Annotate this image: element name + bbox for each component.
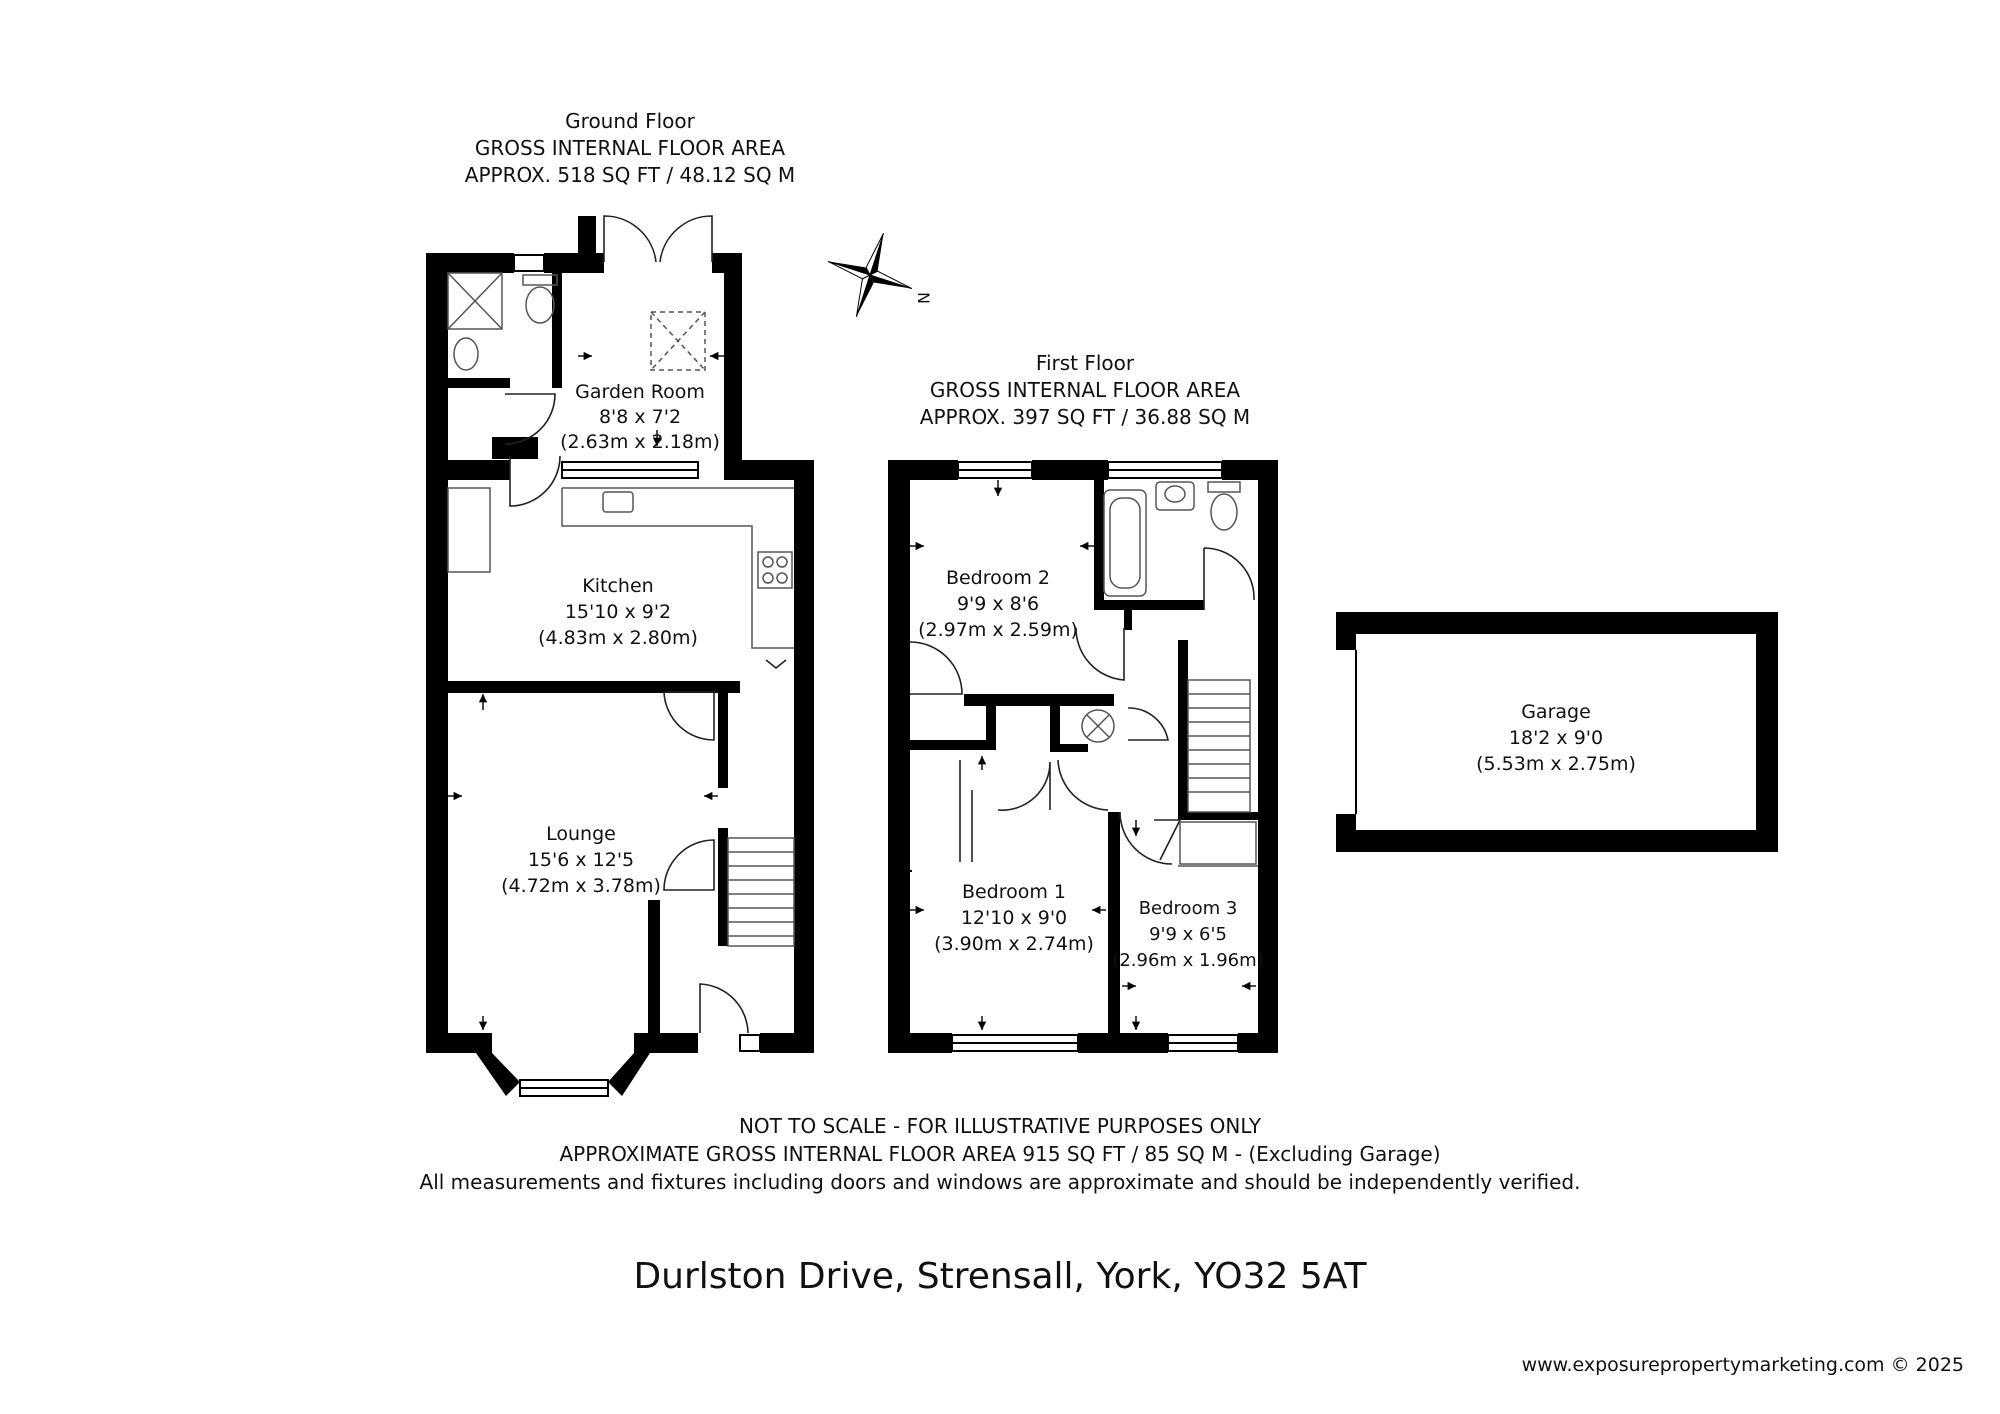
- skylight-icon: [650, 311, 706, 371]
- basin-icon: [1155, 481, 1195, 511]
- bedroom2-metric: (2.97m x 2.59m): [918, 619, 1078, 641]
- bedroom1-metric: (3.90m x 2.74m): [934, 933, 1094, 955]
- bedroom1-name: Bedroom 1: [962, 881, 1066, 903]
- compass-north-label: N: [914, 292, 933, 304]
- first-floor-area-label: GROSS INTERNAL FLOOR AREA: [929, 378, 1241, 402]
- garage-walls: [1336, 612, 1778, 852]
- first-floor-fixtures: [1081, 481, 1258, 867]
- garden-room-imperial: 8'8 x 7'2: [599, 406, 681, 428]
- lounge-name: Lounge: [546, 823, 616, 845]
- first-stairs-icon: [1187, 679, 1251, 813]
- ground-floor-area-value: APPROX. 518 SQ FT / 48.12 SQ M: [464, 163, 796, 187]
- bedroom3-metric: (2.96m x 1.96m): [1112, 950, 1263, 971]
- shower-tray-icon: [447, 272, 503, 330]
- bedroom3-imperial: 9'9 x 6'5: [1149, 924, 1227, 945]
- wc-cistern-icon: [1207, 481, 1241, 493]
- kitchen-imperial: 15'10 x 9'2: [565, 601, 671, 623]
- disclaimer-footer: NOT TO SCALE - FOR ILLUSTRATIVE PURPOSES…: [0, 1112, 2000, 1196]
- kitchen-label: Kitchen 15'10 x 9'2 (4.83m x 2.80m): [538, 575, 698, 649]
- first-floor-plan: Bedroom 2 9'9 x 8'6 (2.97m x 2.59m) Bedr…: [888, 460, 1278, 1053]
- hob-icon: [757, 551, 793, 589]
- ground-floor-fixtures: [447, 272, 795, 947]
- bedroom1-imperial: 12'10 x 9'0: [961, 907, 1067, 929]
- bedroom1-label: Bedroom 1 12'10 x 9'0 (3.90m x 2.74m): [934, 881, 1094, 955]
- garage-imperial: 18'2 x 9'0: [1509, 727, 1603, 749]
- first-floor-area-value: APPROX. 397 SQ FT / 36.88 SQ M: [919, 405, 1251, 429]
- bedroom3-label: Bedroom 3 9'9 x 6'5 (2.96m x 1.96m): [1112, 898, 1263, 971]
- ground-floor-doors: [504, 215, 787, 1034]
- bath-icon: [1103, 489, 1147, 597]
- first-floor-walls: [888, 460, 1278, 1053]
- unit-icon: [447, 487, 491, 573]
- garden-room-label: Garden Room 8'8 x 7'2 (2.63m x 2.18m): [560, 381, 720, 453]
- ground-floor-title: Ground Floor: [565, 109, 695, 133]
- ground-floor-walls: [426, 216, 814, 1096]
- kitchen-worktop: [561, 487, 794, 649]
- first-floor-title: First Floor: [1035, 351, 1135, 375]
- ground-floor-windows: [513, 254, 761, 1097]
- garden-room-name: Garden Room: [575, 381, 705, 403]
- first-floor-doors: [909, 547, 1255, 865]
- ground-stairs-icon: [727, 837, 795, 947]
- bedroom2-label: Bedroom 2 9'9 x 8'6 (2.97m x 2.59m): [918, 567, 1078, 641]
- toilet-icon: [525, 286, 555, 324]
- bedroom2-imperial: 9'9 x 8'6: [957, 593, 1039, 615]
- kitchen-name: Kitchen: [582, 575, 653, 597]
- lounge-label: Lounge 15'6 x 12'5 (4.72m x 3.78m): [501, 823, 661, 897]
- garage-name: Garage: [1521, 701, 1591, 723]
- ground-floor-dimension-arrows: [448, 351, 724, 1030]
- garden-room-metric: (2.63m x 2.18m): [560, 431, 720, 453]
- property-address: Durlston Drive, Strensall, York, YO32 5A…: [633, 1256, 1367, 1297]
- bedroom2-name: Bedroom 2: [946, 567, 1050, 589]
- disclaimer-total-area: APPROXIMATE GROSS INTERNAL FLOOR AREA 91…: [559, 1142, 1441, 1166]
- disclaimer-measurements: All measurements and fixtures including …: [419, 1170, 1581, 1194]
- credit-link[interactable]: www.exposurepropertymarketing.com © 2025: [1521, 1354, 1964, 1376]
- first-floor-dimension-arrows: [910, 480, 1256, 1030]
- boiler-icon: [1081, 709, 1115, 743]
- cupboard-icon: [1179, 821, 1257, 865]
- sink-icon: [602, 491, 634, 513]
- ground-floor-plan: Garden Room 8'8 x 7'2 (2.63m x 2.18m) Ki…: [426, 215, 814, 1097]
- toilet-icon: [1210, 493, 1238, 531]
- lounge-imperial: 15'6 x 12'5: [528, 849, 634, 871]
- garage-metric: (5.53m x 2.75m): [1476, 753, 1636, 775]
- basin-icon: [453, 337, 479, 371]
- lounge-metric: (4.72m x 3.78m): [501, 875, 661, 897]
- wc-cistern-icon: [522, 274, 558, 286]
- first-floor-header: First Floor GROSS INTERNAL FLOOR AREA AP…: [885, 350, 1285, 431]
- compass-rose-icon: [827, 232, 913, 318]
- disclaimer-scale: NOT TO SCALE - FOR ILLUSTRATIVE PURPOSES…: [738, 1114, 1262, 1138]
- ground-floor-header: Ground Floor GROSS INTERNAL FLOOR AREA A…: [430, 108, 830, 189]
- ground-floor-area-label: GROSS INTERNAL FLOOR AREA: [474, 136, 786, 160]
- kitchen-metric: (4.83m x 2.80m): [538, 627, 698, 649]
- bedroom3-name: Bedroom 3: [1139, 898, 1238, 919]
- garage-label: Garage 18'2 x 9'0 (5.53m x 2.75m): [1476, 701, 1636, 775]
- garage-plan: Garage 18'2 x 9'0 (5.53m x 2.75m): [1336, 612, 1778, 852]
- first-floor-windows: [951, 461, 1239, 1052]
